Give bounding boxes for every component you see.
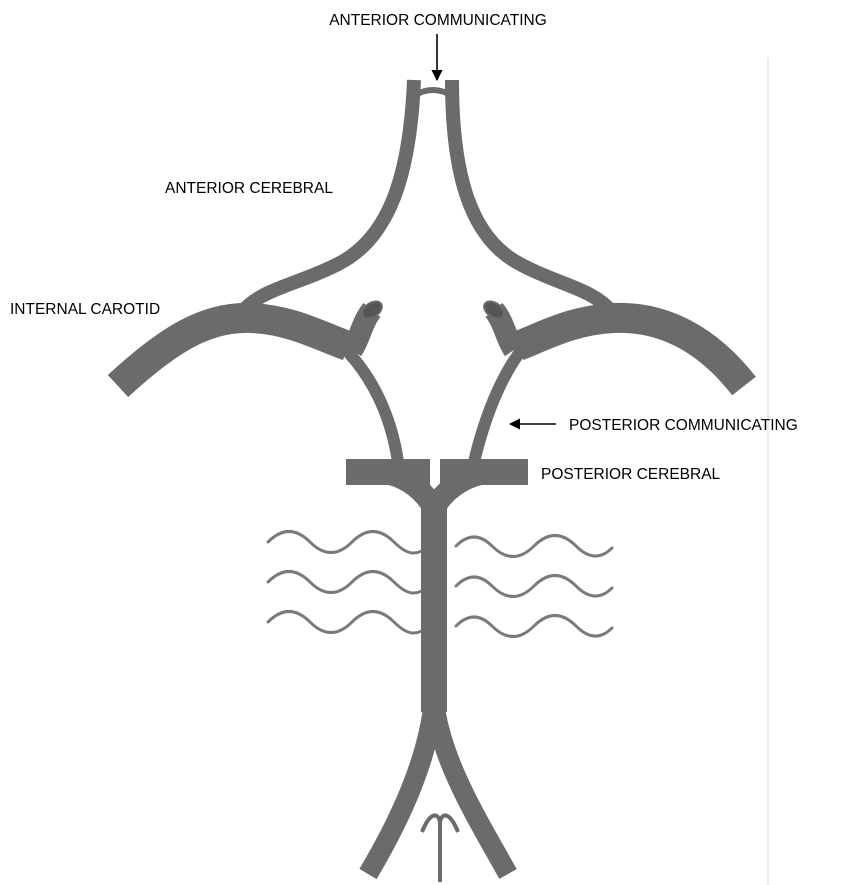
nerve-line-left-1 <box>268 532 428 554</box>
label-internal-carotid: INTERNAL CAROTID <box>10 301 160 318</box>
anterior-spinal-artery-left <box>422 815 440 832</box>
right-posterior-communicating-artery <box>474 344 526 462</box>
labels: ANTERIOR COMMUNICATING ANTERIOR CEREBRAL… <box>10 12 798 483</box>
nerve-line-right-3 <box>456 616 612 637</box>
nerve-line-right-1 <box>456 536 612 557</box>
nerve-line-right-2 <box>456 576 612 597</box>
nerve-line-left-2 <box>268 572 428 594</box>
anterior-communicating-artery <box>414 90 452 96</box>
anterior-spinal-artery-right <box>440 815 458 832</box>
left-vertebral-artery <box>368 700 434 874</box>
label-anterior-cerebral: ANTERIOR CEREBRAL <box>165 180 333 197</box>
right-internal-carotid-artery <box>518 318 744 386</box>
right-vertebral-artery <box>434 700 508 874</box>
right-anterior-cerebral-artery <box>452 80 612 312</box>
label-posterior-cerebral: POSTERIOR CEREBRAL <box>541 466 721 483</box>
label-posterior-communicating: POSTERIOR COMMUNICATING <box>569 417 798 434</box>
left-internal-carotid-artery <box>118 318 348 386</box>
left-posterior-communicating-artery <box>340 344 398 462</box>
label-anterior-communicating: ANTERIOR COMMUNICATING <box>329 12 547 29</box>
nerve-line-left-3 <box>268 612 428 634</box>
